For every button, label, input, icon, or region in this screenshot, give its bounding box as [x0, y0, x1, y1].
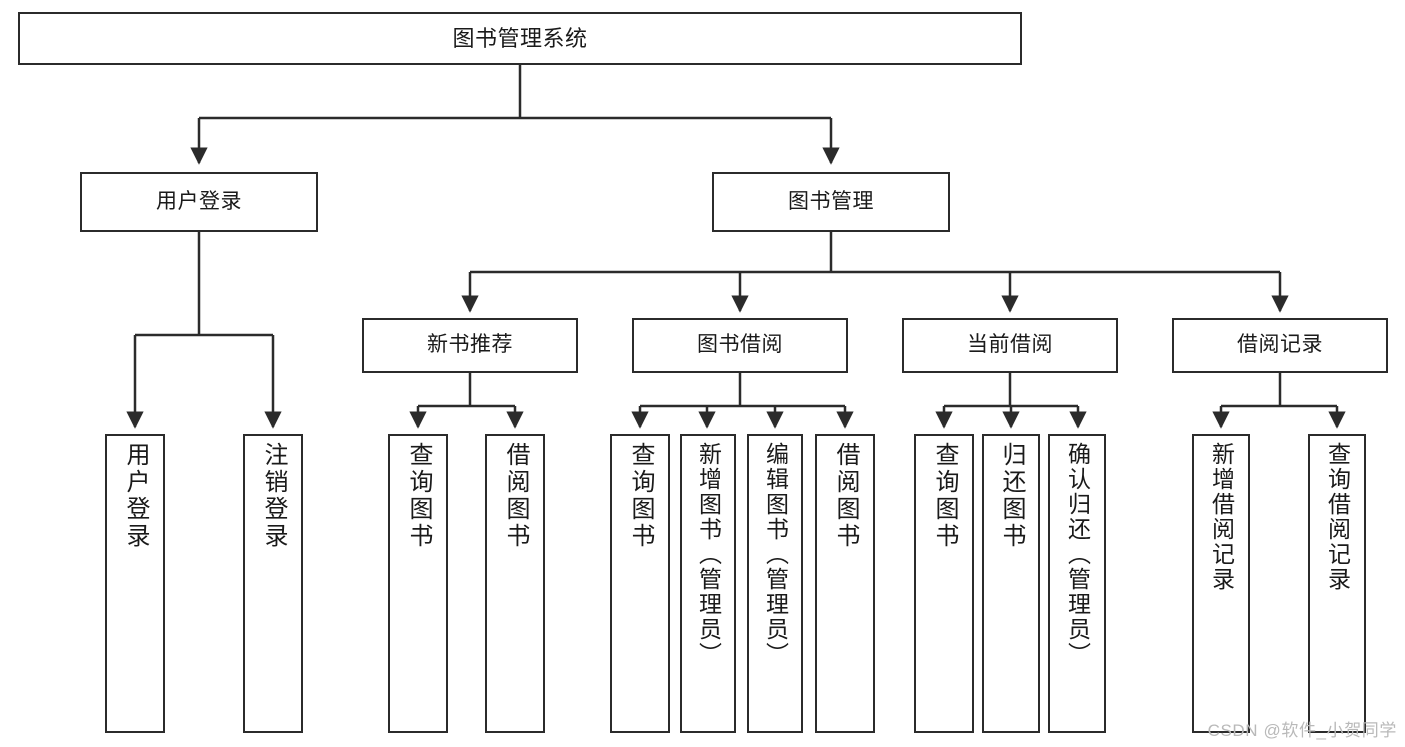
leaf-edit-book[interactable]: 编辑图书（管理员） [747, 434, 803, 733]
node-book-manage[interactable]: 图书管理 [712, 172, 950, 232]
leaf-add-record-label: 新增借阅记录 [1208, 442, 1235, 592]
leaf-query-book-3[interactable]: 查询图书 [914, 434, 974, 733]
node-user-login[interactable]: 用户登录 [80, 172, 318, 232]
node-book-borrow[interactable]: 图书借阅 [632, 318, 848, 373]
leaf-query-book-2-label: 查询图书 [627, 442, 654, 550]
leaf-return-book-label: 归还图书 [998, 442, 1025, 550]
leaf-query-book-1[interactable]: 查询图书 [388, 434, 448, 733]
node-borrow-record-label: 借阅记录 [1237, 333, 1323, 357]
leaf-edit-book-label: 编辑图书（管理员） [762, 442, 789, 667]
leaf-borrow-book-1[interactable]: 借阅图书 [485, 434, 545, 733]
node-book-manage-label: 图书管理 [788, 189, 874, 213]
leaf-logout[interactable]: 注销登录 [243, 434, 303, 733]
leaf-return-book[interactable]: 归还图书 [982, 434, 1040, 733]
leaf-confirm-return[interactable]: 确认归还（管理员） [1048, 434, 1106, 733]
node-new-book-recommend[interactable]: 新书推荐 [362, 318, 578, 373]
leaf-query-record-label: 查询借阅记录 [1324, 442, 1351, 592]
leaf-user-login[interactable]: 用户登录 [105, 434, 165, 733]
node-current-borrow[interactable]: 当前借阅 [902, 318, 1118, 373]
node-current-borrow-label: 当前借阅 [967, 333, 1053, 357]
leaf-add-book[interactable]: 新增图书（管理员） [680, 434, 736, 733]
leaf-query-record[interactable]: 查询借阅记录 [1308, 434, 1366, 733]
leaf-add-record[interactable]: 新增借阅记录 [1192, 434, 1250, 733]
leaf-borrow-book-1-label: 借阅图书 [502, 442, 529, 550]
leaf-logout-label: 注销登录 [260, 442, 287, 550]
node-user-login-label: 用户登录 [156, 189, 242, 213]
leaf-confirm-return-label: 确认归还（管理员） [1064, 442, 1091, 667]
leaf-add-book-label: 新增图书（管理员） [695, 442, 722, 667]
leaf-borrow-book-2[interactable]: 借阅图书 [815, 434, 875, 733]
node-borrow-record[interactable]: 借阅记录 [1172, 318, 1388, 373]
node-new-book-recommend-label: 新书推荐 [427, 333, 513, 357]
node-book-borrow-label: 图书借阅 [697, 333, 783, 357]
leaf-query-book-1-label: 查询图书 [405, 442, 432, 550]
leaf-user-login-label: 用户登录 [122, 442, 149, 550]
leaf-borrow-book-2-label: 借阅图书 [832, 442, 859, 550]
leaf-query-book-2[interactable]: 查询图书 [610, 434, 670, 733]
node-root-label: 图书管理系统 [452, 25, 588, 51]
leaf-query-book-3-label: 查询图书 [931, 442, 958, 550]
watermark-text: CSDN @软件_小贺同学 [1207, 721, 1397, 740]
node-root[interactable]: 图书管理系统 [18, 12, 1022, 65]
